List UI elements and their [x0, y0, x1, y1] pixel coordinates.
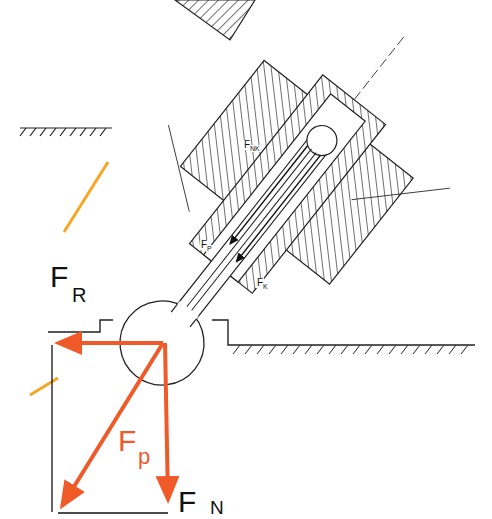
force-subscript: N: [210, 498, 224, 517]
force-label: F: [50, 262, 68, 292]
force-vector: [62, 343, 163, 506]
ground-line: [20, 128, 112, 136]
construction-line: [58, 512, 168, 513]
base-plate: [48, 320, 475, 354]
construction-line: [51, 345, 52, 512]
piston-assembly: [34, 0, 492, 457]
force-subscript: p: [138, 446, 150, 468]
force-label: F: [118, 426, 136, 456]
force-subscript: P: [206, 245, 213, 252]
force-vector: [165, 343, 168, 500]
force-label: F: [178, 487, 196, 517]
leader-line: [64, 162, 108, 232]
leader-line: [30, 378, 58, 395]
force-vector: [58, 341, 163, 345]
force-subscript: R: [72, 285, 86, 305]
force-subscript: NK: [249, 145, 261, 152]
force-subscript: K: [262, 283, 269, 290]
hatched-part: [175, 0, 255, 40]
